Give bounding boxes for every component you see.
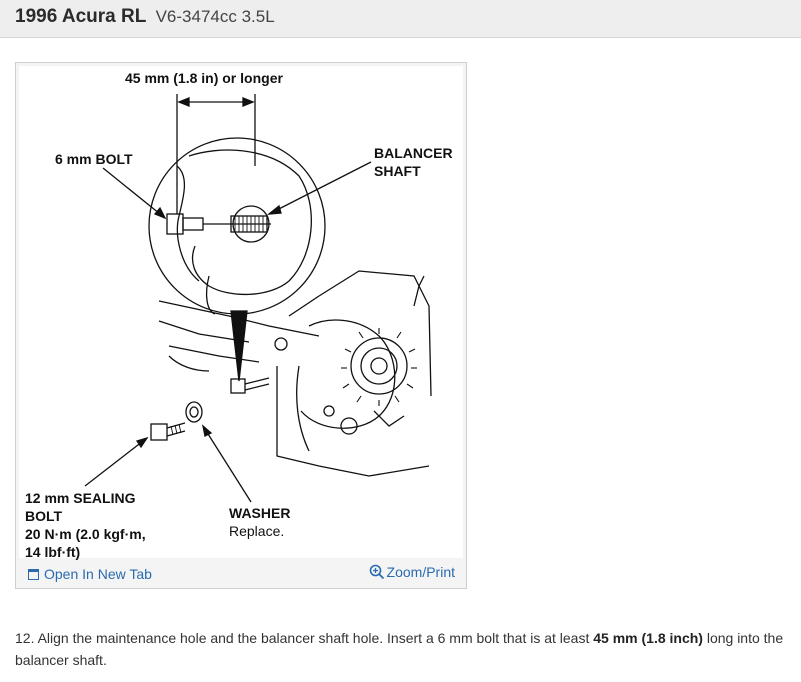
instruction-step: 12. Align the maintenance hole and the b… (15, 627, 785, 671)
balancer-label-line2: SHAFT (374, 163, 421, 179)
dimension-label: 45 mm (1.8 in) or longer (125, 70, 283, 86)
washer-note: Replace. (229, 523, 285, 539)
figure-card: 45 mm (1.8 in) or longer 6 mm BOLT BALAN… (15, 62, 467, 589)
sealing-bolt-label-line1: 12 mm SEALING (25, 490, 136, 506)
zoom-print-link[interactable]: Zoom/Print (369, 564, 455, 580)
diagram-drawing (84, 94, 432, 503)
engine-spec: V6-3474cc 3.5L (155, 7, 275, 26)
sealing-bolt-torque-line2: 14 lbf·ft) (25, 544, 81, 560)
instruction-length-bold: 45 mm (1.8 inch) (593, 630, 703, 646)
page-header: 1996 Acura RL V6-3474cc 3.5L (0, 0, 801, 38)
instruction-text-end: long into the balancer shaft. (15, 630, 784, 668)
sealing-bolt-label-line2: BOLT (25, 508, 63, 524)
figure-toolbar: Open In New Tab Zoom/Print (19, 561, 463, 585)
open-in-new-tab-link[interactable]: Open In New Tab (28, 566, 152, 582)
vehicle-title: 1996 Acura RL (15, 6, 147, 27)
open-in-new-tab-label: Open In New Tab (44, 566, 152, 582)
balancer-label-line1: BALANCER (374, 145, 453, 161)
instruction-text-start: 12. Align the maintenance hole and the b… (15, 630, 594, 646)
magnifier-plus-icon (369, 564, 384, 580)
washer-label: WASHER (229, 505, 291, 521)
external-tab-icon (28, 568, 39, 580)
zoom-print-label: Zoom/Print (386, 564, 455, 580)
balancer-shaft-diagram[interactable]: 45 mm (1.8 in) or longer 6 mm BOLT BALAN… (19, 66, 463, 560)
sealing-bolt-torque-line1: 20 N·m (2.0 kgf·m, (25, 526, 146, 542)
bolt-6mm-label: 6 mm BOLT (55, 151, 133, 167)
